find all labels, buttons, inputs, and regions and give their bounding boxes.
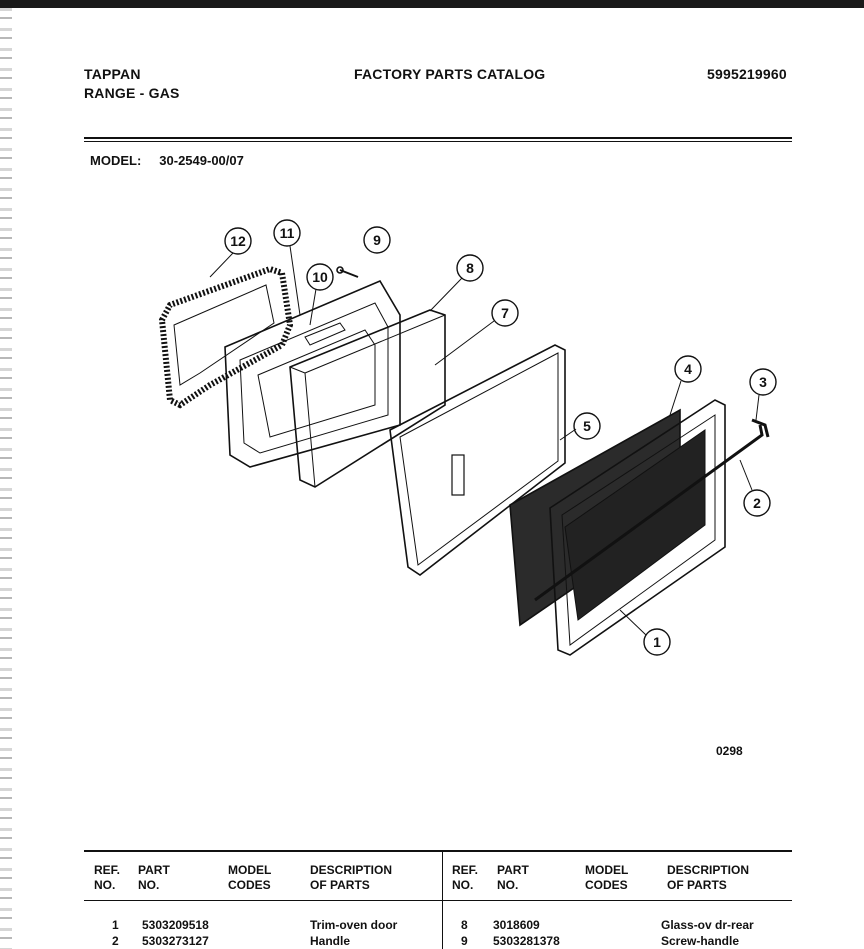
- callout-12: 12: [224, 227, 252, 255]
- model-line: MODEL: 30-2549-00/07: [90, 153, 244, 168]
- svg-text:5: 5: [583, 418, 591, 434]
- callout-1: 1: [643, 628, 671, 656]
- svg-text:3: 3: [759, 374, 767, 390]
- model-label: MODEL:: [90, 153, 142, 168]
- svg-text:12: 12: [230, 233, 246, 249]
- row-ref: 8: [461, 918, 468, 932]
- row-part: 5303281378: [493, 934, 560, 948]
- svg-text:8: 8: [466, 260, 474, 276]
- callout-10: 10: [306, 263, 334, 291]
- callout-2: 2: [743, 489, 771, 517]
- svg-text:11: 11: [280, 225, 295, 241]
- svg-text:4: 4: [684, 361, 692, 377]
- row-desc: Handle: [310, 934, 351, 948]
- exploded-parts-diagram: 12 11 10 9 8 7 5 4 3 2 1: [158, 219, 777, 656]
- part-trim-frame: [549, 399, 726, 656]
- callout-4: 4: [674, 355, 702, 383]
- parts-table: REF. NO. PART NO. MODEL CODES DESCRIPTIO…: [84, 850, 792, 949]
- callout-11: 11: [273, 219, 301, 247]
- header-rule-thin: [84, 141, 792, 142]
- col-part-left: PART NO.: [138, 863, 170, 892]
- diagram-code: 0298: [716, 744, 743, 758]
- product-type: RANGE - GAS: [84, 85, 180, 101]
- row-desc: Screw-handle: [661, 934, 740, 948]
- col-ref-right: REF. NO.: [452, 863, 479, 892]
- row-part: 5303273127: [142, 934, 209, 948]
- part-panel: [389, 344, 566, 576]
- col-desc-right: DESCRIPTION OF PARTS: [667, 863, 750, 892]
- callout-9: 9: [363, 226, 391, 254]
- header-rule: [84, 137, 792, 139]
- row-part: 5303209518: [142, 918, 209, 932]
- row-desc: Trim-oven door: [310, 918, 398, 932]
- svg-text:2: 2: [753, 495, 761, 511]
- row-ref: 1: [112, 918, 119, 932]
- col-part-right: PART NO.: [497, 863, 529, 892]
- table-rule-header: [84, 900, 792, 901]
- col-model-right: MODEL CODES: [585, 863, 629, 892]
- svg-text:10: 10: [312, 269, 328, 285]
- row-ref: 9: [461, 934, 468, 948]
- scan-top-edge: [0, 0, 864, 8]
- model-value: 30-2549-00/07: [159, 153, 244, 168]
- col-desc-left: DESCRIPTION OF PARTS: [310, 863, 393, 892]
- catalog-number: 5995219960: [707, 66, 787, 82]
- table-divider: [442, 850, 443, 949]
- svg-text:9: 9: [373, 232, 381, 248]
- scan-left-edge: [0, 8, 12, 949]
- callout-8: 8: [456, 254, 484, 282]
- callout-3: 3: [749, 368, 777, 396]
- table-rule-top: [84, 850, 792, 852]
- part-insulation: [289, 309, 446, 488]
- svg-text:1: 1: [653, 634, 661, 650]
- row-part: 3018609: [493, 918, 540, 932]
- part-handle: [534, 424, 764, 602]
- catalog-title: FACTORY PARTS CATALOG: [354, 66, 546, 82]
- col-model-left: MODEL CODES: [228, 863, 272, 892]
- callout-7: 7: [491, 299, 519, 327]
- callout-5: 5: [573, 412, 601, 440]
- svg-text:7: 7: [501, 305, 509, 321]
- row-desc: Glass-ov dr-rear: [661, 918, 754, 932]
- col-ref-left: REF. NO.: [94, 863, 121, 892]
- row-ref: 2: [112, 934, 119, 948]
- brand: TAPPAN: [84, 66, 141, 82]
